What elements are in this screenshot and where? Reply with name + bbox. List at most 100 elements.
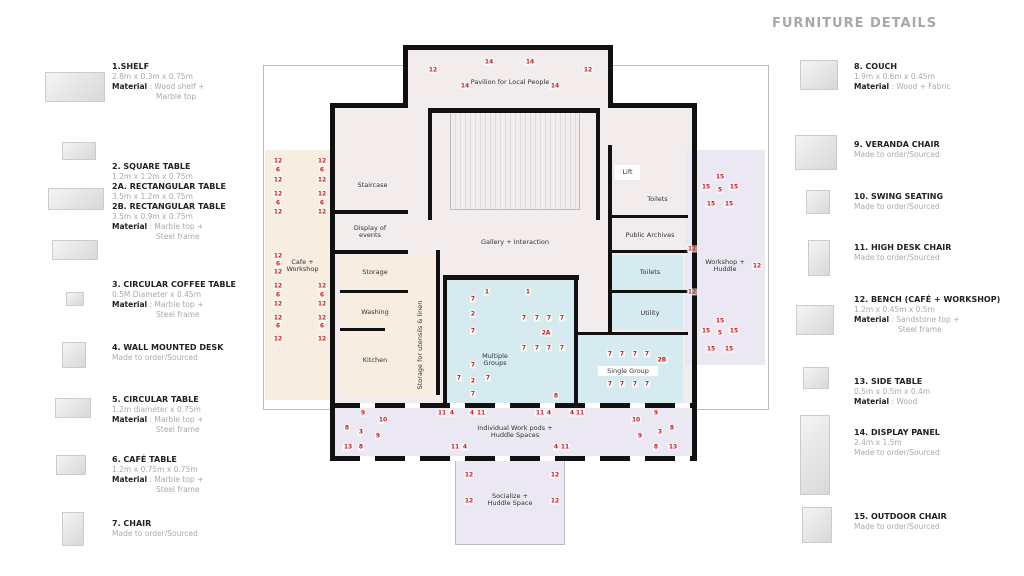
furniture-thumbnail [803, 367, 829, 389]
furniture-marker: 11 [574, 409, 586, 417]
furniture-marker: 7 [618, 350, 626, 358]
room-kitchen: Kitchen [362, 355, 388, 364]
room-display: Display of events [353, 224, 387, 239]
furniture-marker: 12 [272, 335, 284, 343]
room-public-archives: Public Archives [625, 230, 675, 239]
furniture-marker: 12 [316, 282, 328, 290]
furniture-marker: 10 [377, 416, 389, 424]
furniture-name: 4. WALL MOUNTED DESK [112, 343, 224, 352]
furniture-marker: 4 [552, 443, 560, 451]
furniture-marker: 7 [643, 380, 651, 388]
furniture-marker: 6 [274, 166, 282, 174]
furniture-marker: 12 [316, 335, 328, 343]
material-value: Marble top + [154, 415, 204, 424]
workshop-floor [685, 150, 765, 365]
furniture-marker: 7 [469, 327, 477, 335]
furniture-marker: 7 [631, 350, 639, 358]
furniture-spec: 2.8m x 0.3m x 0.75m [112, 72, 193, 81]
pavilion-floor [403, 45, 613, 105]
furniture-marker: 15 [714, 317, 726, 325]
furniture-marker: 6 [274, 260, 282, 268]
furniture-spec: 1.2m x 0.45m x 0.5m [854, 305, 935, 314]
furniture-marker: 12 [427, 66, 439, 74]
furniture-name: 1.SHELF [112, 62, 150, 71]
material-value: Marble top + [154, 475, 204, 484]
furniture-name: 9. VERANDA CHAIR [854, 140, 940, 149]
furniture-marker: 12 [686, 245, 698, 253]
furniture-marker: 10 [630, 416, 642, 424]
furniture-name: 13. SIDE TABLE [854, 377, 923, 386]
room-toilets-lower: Toilets [639, 268, 661, 276]
furniture-item: 12. BENCH (CAFÉ + WORKSHOP)1.2m x 0.45m … [854, 295, 1001, 334]
furniture-marker: 8 [357, 443, 365, 451]
furniture-marker: 6 [274, 199, 282, 207]
room-workshop: Workshop + Huddle [705, 258, 745, 273]
furniture-spec: 1.2m diameter x 0.75m [112, 405, 201, 414]
furniture-marker: 14 [483, 58, 495, 66]
room-utensils: Storage for utensils & linen [415, 300, 424, 390]
furniture-thumbnail [806, 190, 830, 214]
furniture-marker: 4 [568, 409, 576, 417]
furniture-spec: 1.2m x 1.2m x 0.75m [112, 172, 193, 181]
furniture-thumbnail [55, 398, 91, 418]
material-value: Sandstone top + [896, 315, 960, 324]
furniture-marker: 12 [463, 471, 475, 479]
furniture-spec: 0.5M Diameter x 0.45m [112, 290, 202, 299]
furniture-spec: Made to order/Sourced [854, 448, 940, 457]
furniture-marker: 6 [318, 322, 326, 330]
furniture-name: 14. DISPLAY PANEL [854, 428, 940, 437]
furniture-marker: 12 [316, 300, 328, 308]
furniture-marker: 15 [700, 183, 712, 191]
furniture-marker: 2B [656, 356, 668, 364]
furniture-spec: Made to order/Sourced [854, 150, 940, 159]
room-washing: Washing [361, 307, 389, 316]
furniture-thumbnail [52, 240, 98, 260]
furniture-marker: 9 [636, 432, 644, 440]
furniture-marker: 7 [545, 314, 553, 322]
furniture-marker: 7 [455, 374, 463, 382]
material-label: Material [112, 82, 148, 91]
room-staircase: Staircase [357, 180, 388, 189]
furniture-marker: 15 [728, 327, 740, 335]
furniture-marker: 7 [533, 314, 541, 322]
furniture-marker: 14 [549, 82, 561, 90]
furniture-marker: 15 [705, 345, 717, 353]
furniture-marker: 15 [723, 345, 735, 353]
material-value-2: Steel frame [156, 425, 200, 434]
furniture-marker: 11 [475, 409, 487, 417]
furniture-marker: 12 [272, 268, 284, 276]
material-value-2: Steel frame [156, 232, 200, 241]
furniture-spec: Made to order/Sourced [112, 529, 198, 538]
furniture-thumbnail [62, 142, 96, 160]
furniture-thumbnail [48, 188, 104, 210]
furniture-marker: 8 [652, 443, 660, 451]
furniture-marker: 12 [272, 252, 284, 260]
room-gallery: Gallery + Interaction [481, 237, 549, 246]
furniture-marker: 7 [520, 314, 528, 322]
furniture-marker: 2 [469, 377, 477, 385]
furniture-marker: 1 [524, 288, 532, 296]
furniture-marker: 5 [716, 329, 724, 337]
furniture-thumbnail [808, 240, 830, 276]
furniture-marker: 14 [524, 58, 536, 66]
material-label: Material [112, 222, 148, 231]
furniture-name: 10. SWING SEATING [854, 192, 944, 201]
furniture-marker: 12 [272, 157, 284, 165]
furniture-marker: 2A [540, 329, 552, 337]
furniture-thumbnail [45, 72, 105, 102]
furniture-spec: 1.2m x 0.75m x 0.75m [112, 465, 198, 474]
furniture-name: 15. OUTDOOR CHAIR [854, 512, 947, 521]
furniture-marker: 6 [318, 291, 326, 299]
furniture-marker: 13 [667, 443, 679, 451]
material-value: Wood [896, 397, 918, 406]
furniture-name: 5. CIRCULAR TABLE [112, 395, 199, 404]
